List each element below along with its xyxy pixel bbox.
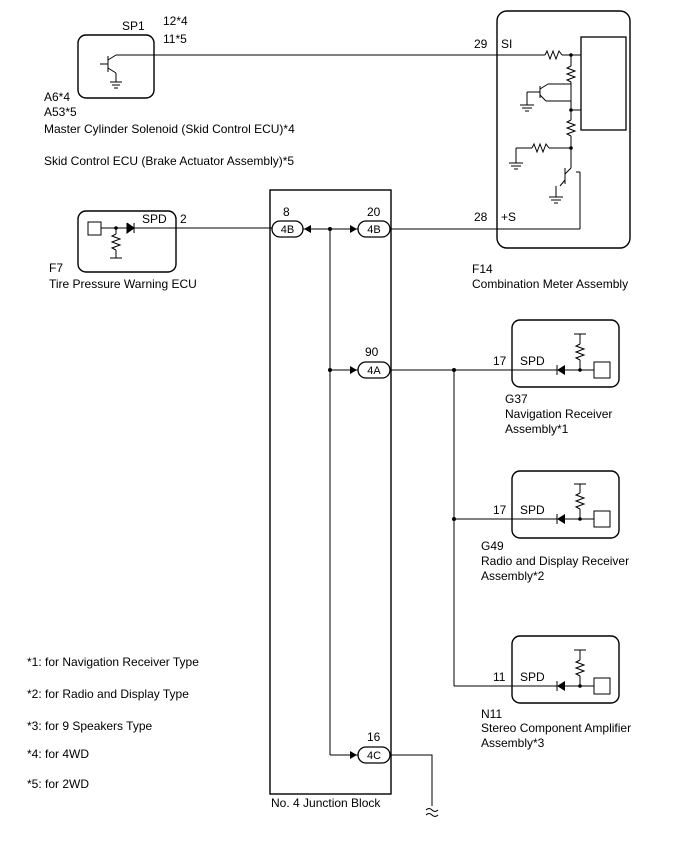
footnotes: *1: for Navigation Receiver Type *2: for… xyxy=(27,655,199,791)
sp1-pin-4wd: 12*4 xyxy=(163,14,188,28)
n11-name-line2: Assembly*3 xyxy=(481,736,545,750)
f14-term-si: SI xyxy=(501,37,512,51)
connector-4a-90-label: 4A xyxy=(367,365,381,377)
g49-code: G49 xyxy=(481,539,504,553)
f7-component: SPD 2 F7 Tire Pressure Warning ECU xyxy=(49,210,197,291)
g49-terminal: SPD xyxy=(520,503,545,517)
wire-4c-continuation xyxy=(390,754,433,806)
g37-component: 17 SPD G37 Navigation Receiver Assembly*… xyxy=(493,319,620,436)
g37-terminal: SPD xyxy=(520,354,545,368)
f14-name: Combination Meter Assembly xyxy=(472,277,628,291)
junction-block-name: No. 4 Junction Block xyxy=(271,796,381,810)
f7-code: F7 xyxy=(49,261,63,275)
sp1-code-4wd: A6*4 xyxy=(44,90,70,104)
f7-terminal: SPD xyxy=(142,212,167,226)
g37-internal-block xyxy=(593,361,611,379)
n11-name-line1: Stereo Component Amplifier xyxy=(481,721,631,735)
f14-box xyxy=(496,10,631,249)
g37-code: G37 xyxy=(505,392,528,406)
g37-pin: 17 xyxy=(493,354,507,368)
g37-name-line2: Assembly*1 xyxy=(505,422,569,436)
n11-code: N11 xyxy=(481,707,502,721)
g49-pin: 17 xyxy=(493,503,507,517)
connector-4b-20-label: 4B xyxy=(367,224,380,236)
connector-4a-90-pin: 90 xyxy=(365,345,379,359)
meter-display-box xyxy=(580,36,627,131)
g49-name-line2: Assembly*2 xyxy=(481,569,545,583)
g37-name-line1: Navigation Receiver xyxy=(505,407,612,421)
f14-code: F14 xyxy=(472,262,493,276)
g49-box xyxy=(511,470,620,539)
connector-4b-8-pin: 8 xyxy=(283,205,290,219)
n11-internal-block xyxy=(593,677,611,695)
g49-component: 17 SPD G49 Radio and Display Receiver As… xyxy=(481,470,629,583)
connector-4c-16-label: 4C xyxy=(367,750,381,762)
n11-terminal: SPD xyxy=(520,670,545,684)
f14-term-s: +S xyxy=(501,210,516,224)
sp1-desc-2wd: Skid Control ECU (Brake Actuator Assembl… xyxy=(44,154,294,168)
g37-box xyxy=(511,319,620,388)
f14-pin-s: 28 xyxy=(474,210,488,224)
footnote-2: *2: for Radio and Display Type xyxy=(27,687,189,701)
footnote-1: *1: for Navigation Receiver Type xyxy=(27,655,199,669)
n11-component: 11 SPD N11 Stereo Component Amplifier As… xyxy=(481,635,631,750)
connector-4c-16-pin: 16 xyxy=(367,730,381,744)
f7-internal-block xyxy=(87,221,102,236)
f14-pin-si: 29 xyxy=(474,37,488,51)
sp1-pin-2wd: 11*5 xyxy=(163,32,187,46)
footnote-4: *4: for 4WD xyxy=(27,747,89,761)
sp1-component: SP1 12*4 11*5 A6*4 A53*5 Master Cylinder… xyxy=(44,14,295,168)
g49-name-line1: Radio and Display Receiver xyxy=(481,554,629,568)
sp1-name: SP1 xyxy=(122,19,145,33)
sp1-desc-4wd: Master Cylinder Solenoid (Skid Control E… xyxy=(44,122,295,136)
sp1-code-2wd: A53*5 xyxy=(44,105,77,119)
f7-box xyxy=(77,210,177,273)
n11-box xyxy=(511,635,620,704)
junction-block-box xyxy=(269,189,392,795)
f14-component: 29 SI 28 +S xyxy=(472,10,631,291)
footnote-3: *3: for 9 Speakers Type xyxy=(27,719,153,733)
footnote-5: *5: for 2WD xyxy=(27,777,89,791)
n11-pin: 11 xyxy=(493,670,506,684)
connector-4b-8-label: 4B xyxy=(281,224,294,236)
f7-pin: 2 xyxy=(180,212,187,226)
sp1-box xyxy=(77,34,155,99)
connector-4b-20-pin: 20 xyxy=(367,205,381,219)
f7-name: Tire Pressure Warning ECU xyxy=(49,277,197,291)
g49-internal-block xyxy=(593,510,611,528)
junction-block: No. 4 Junction Block 4B 8 4B 20 4A 90 4C… xyxy=(269,189,392,810)
